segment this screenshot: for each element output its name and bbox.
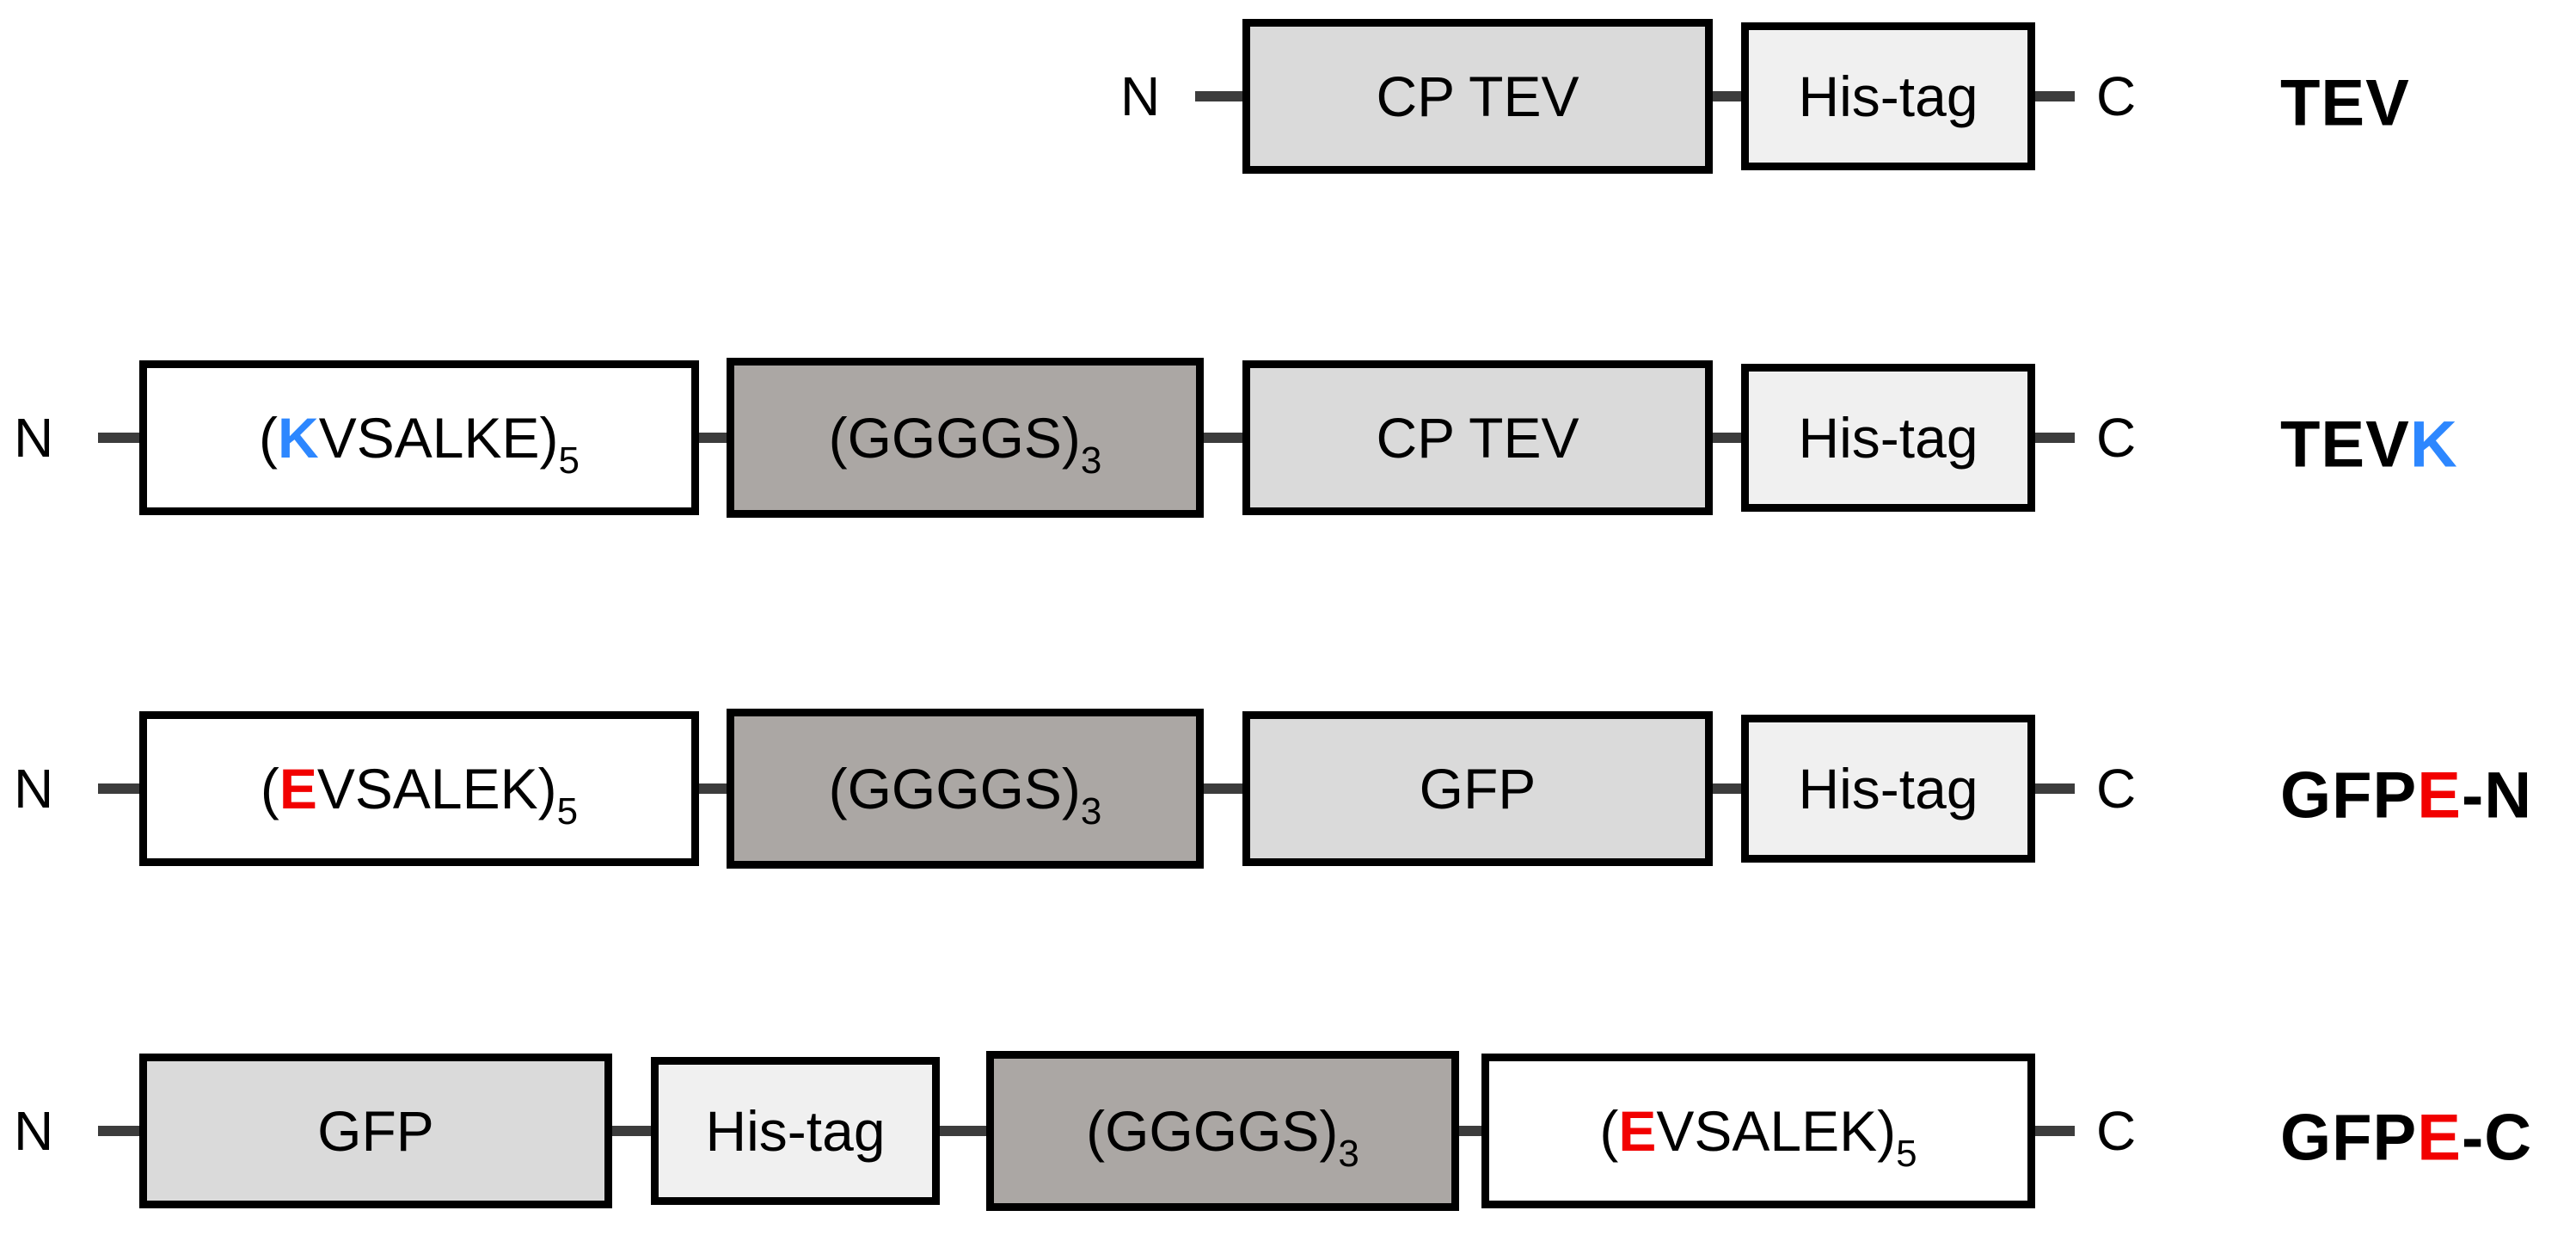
- coil-box-label: (EVSALEK)5: [260, 756, 578, 833]
- coil-box-evsalek: (EVSALEK)5: [1481, 1054, 2035, 1208]
- backbone-connector: [2035, 433, 2075, 443]
- domain-box-gfp: GFP: [139, 1054, 612, 1208]
- linker-box-label: (GGGGS)3: [828, 405, 1102, 482]
- linker-box-label: (GGGGS)3: [828, 756, 1102, 833]
- construct-name-text: GFP: [2280, 1101, 2418, 1175]
- construct-name-tevk: TEVK: [2280, 408, 2458, 482]
- domain-box-gfp: GFP: [1242, 711, 1713, 866]
- linker-box-ggggs: (GGGGS)3: [986, 1051, 1459, 1211]
- domain-box-label: GFP: [1419, 757, 1536, 820]
- construct-name-suffix: -C: [2461, 1101, 2533, 1175]
- n-terminus-label: N: [1120, 65, 1161, 127]
- accent-residue: E: [1618, 1099, 1657, 1163]
- repeat-subscript: 3: [1080, 439, 1102, 482]
- coil-box-kvsalke: (KVSALKE)5: [139, 360, 699, 515]
- histag-box-label: His-tag: [1798, 757, 1978, 820]
- construct-name-accent: E: [2417, 759, 2462, 833]
- construct-name-accent: K: [2409, 408, 2458, 482]
- domain-box-label: CP TEV: [1376, 406, 1579, 470]
- backbone-connector: [1713, 433, 1741, 443]
- construct-name-gfpe-c: GFPE-C: [2280, 1101, 2532, 1176]
- c-terminus-label: C: [2096, 407, 2137, 469]
- accent-residue: K: [278, 406, 319, 470]
- backbone-connector: [1713, 783, 1741, 794]
- backbone-connector: [1195, 91, 1244, 101]
- backbone-connector: [1204, 783, 1242, 794]
- linker-box-label: (GGGGS)3: [1086, 1098, 1359, 1175]
- paren-open: (: [828, 406, 848, 470]
- construct-name-suffix: -N: [2461, 759, 2533, 833]
- domain-box-cp-tev: CP TEV: [1242, 360, 1713, 515]
- n-terminus-label: N: [14, 1100, 54, 1162]
- backbone-connector: [2035, 91, 2075, 101]
- construct-name-gfpe-n: GFPE-N: [2280, 759, 2532, 833]
- domain-box-cp-tev: CP TEV: [1242, 19, 1713, 174]
- repeat-subscript: 5: [556, 790, 579, 833]
- sequence-text: VSALEK): [1656, 1099, 1897, 1163]
- coil-box-label: (EVSALEK)5: [1599, 1098, 1917, 1175]
- linker-box-ggggs: (GGGGS)3: [727, 358, 1204, 518]
- backbone-connector: [1459, 1126, 1481, 1136]
- coil-box-evsalek: (EVSALEK)5: [139, 711, 699, 866]
- backbone-connector: [2035, 783, 2075, 794]
- construct-name-tev: TEV: [2280, 66, 2410, 141]
- sequence-text: VSALEK): [316, 757, 557, 820]
- backbone-connector: [940, 1126, 986, 1136]
- c-terminus-label: C: [2096, 758, 2137, 820]
- histag-box-label: His-tag: [1798, 65, 1978, 128]
- backbone-connector: [98, 783, 139, 794]
- histag-box-label: His-tag: [705, 1099, 886, 1163]
- domain-box-label: CP TEV: [1376, 65, 1579, 128]
- paren-open: (: [828, 757, 848, 820]
- construct-name-accent: E: [2417, 1101, 2462, 1175]
- coil-box-label: (KVSALKE)5: [259, 405, 580, 482]
- construct-name-text: TEV: [2280, 408, 2410, 482]
- sequence-text: GGGGS): [847, 406, 1081, 470]
- c-terminus-label: C: [2096, 65, 2137, 127]
- backbone-connector: [1204, 433, 1242, 443]
- accent-residue: E: [279, 757, 317, 820]
- sequence-text: GGGGS): [1105, 1099, 1339, 1163]
- sequence-text: GGGGS): [847, 757, 1081, 820]
- paren-open: (: [1599, 1099, 1619, 1163]
- repeat-subscript: 3: [1338, 1133, 1359, 1175]
- repeat-subscript: 5: [1896, 1133, 1917, 1175]
- backbone-connector: [612, 1126, 651, 1136]
- backbone-connector: [98, 1126, 139, 1136]
- histag-box: His-tag: [1741, 715, 2035, 863]
- backbone-connector: [1713, 91, 1741, 101]
- sequence-text: VSALKE): [318, 406, 559, 470]
- n-terminus-label: N: [14, 407, 54, 469]
- backbone-connector: [699, 433, 727, 443]
- histag-box: His-tag: [1741, 22, 2035, 170]
- paren-open: (: [259, 406, 279, 470]
- c-terminus-label: C: [2096, 1100, 2137, 1162]
- construct-name-text: GFP: [2280, 759, 2418, 833]
- repeat-subscript: 3: [1080, 790, 1102, 833]
- histag-box: His-tag: [1741, 364, 2035, 512]
- histag-box-label: His-tag: [1798, 406, 1978, 470]
- linker-box-ggggs: (GGGGS)3: [727, 709, 1204, 869]
- paren-open: (: [1086, 1099, 1106, 1163]
- backbone-connector: [98, 433, 139, 443]
- construct-name-text: TEV: [2280, 66, 2410, 140]
- backbone-connector: [2035, 1126, 2075, 1136]
- n-terminus-label: N: [14, 758, 54, 820]
- domain-box-label: GFP: [317, 1099, 434, 1163]
- histag-box: His-tag: [651, 1057, 940, 1205]
- paren-open: (: [260, 757, 279, 820]
- repeat-subscript: 5: [558, 439, 580, 482]
- backbone-connector: [699, 783, 727, 794]
